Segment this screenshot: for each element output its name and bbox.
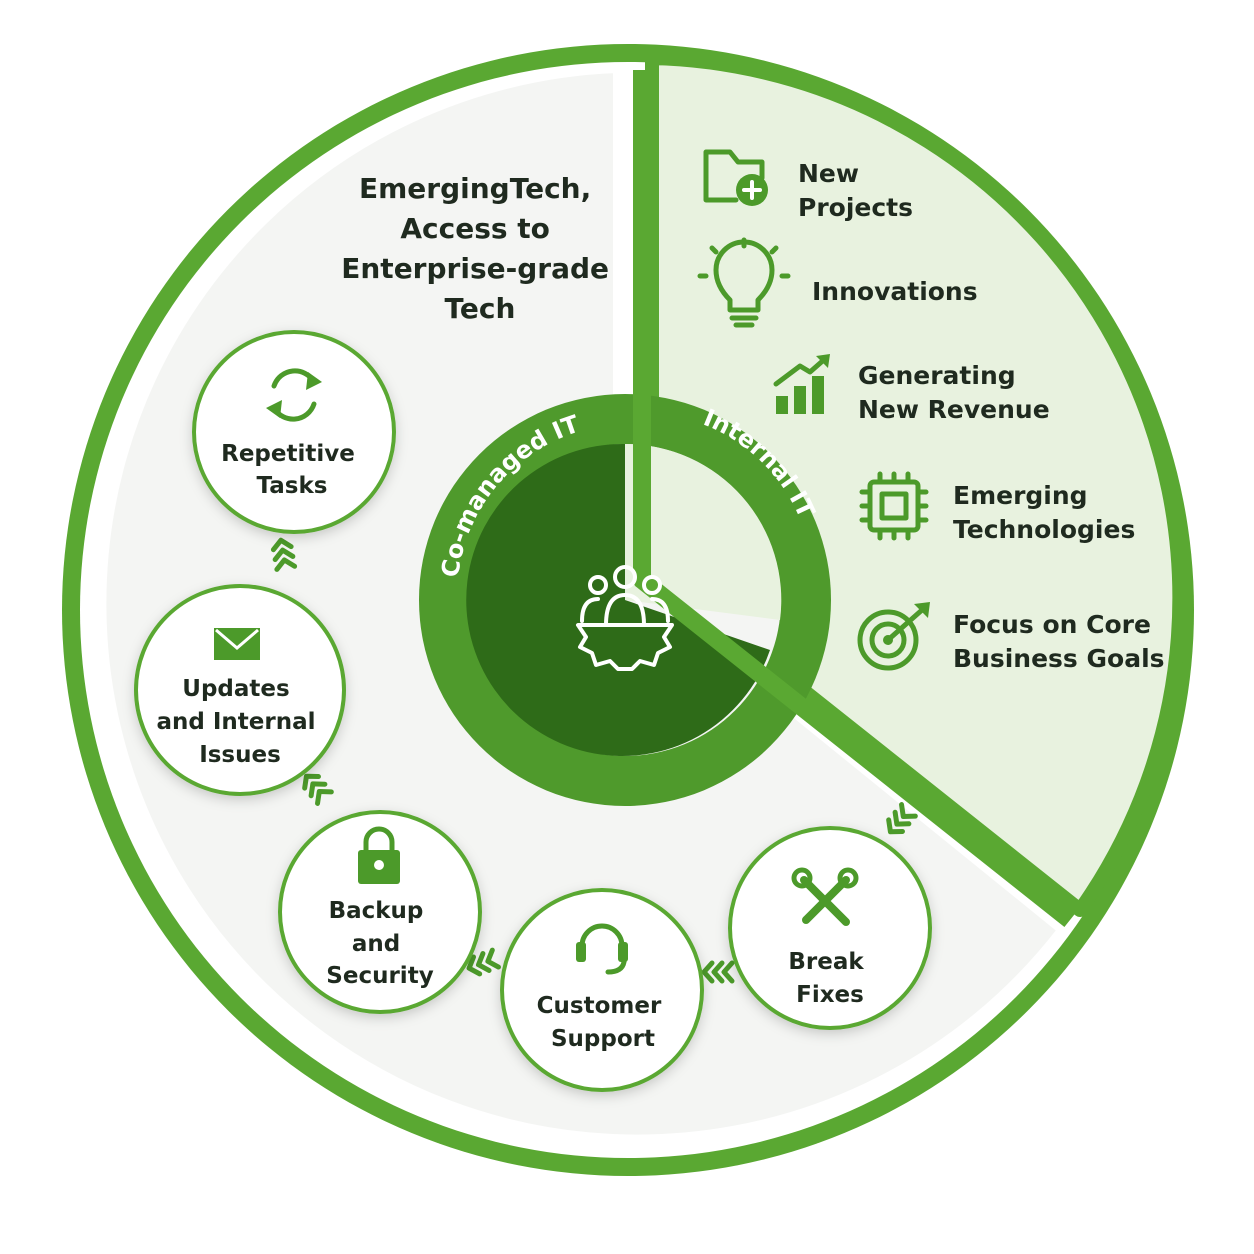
bubble-repetitive-tasks: Repetitive Tasks: [192, 330, 396, 534]
svg-text:Innovations: Innovations: [812, 277, 978, 306]
folder-plus-icon: [703, 149, 768, 206]
bubble-backup-security: Backup and Security: [278, 810, 482, 1014]
lock-icon: [358, 826, 400, 884]
bubble-customer-support: Customer Support: [500, 888, 704, 1092]
right-item-focus-core: Focus on Core Business Goals: [857, 602, 1165, 673]
chevron-up-icon: [302, 773, 334, 806]
svg-text:Focus on Core Business G: Focus on Core Business Goals: [953, 610, 1165, 673]
growth-chart-icon: [773, 354, 830, 414]
svg-text:Backup and Securit: Backup and Security: [326, 898, 433, 989]
svg-text:Generating New Revenue: Generating New Revenue: [858, 361, 1050, 424]
chip-icon: [859, 471, 929, 541]
left-panel-title: EmergingTech, Access to Enterprise-grade…: [341, 172, 619, 325]
right-item-innovations: Innovations: [697, 237, 978, 328]
refresh-icon: [266, 368, 322, 422]
hub-core-dark: [466, 443, 770, 756]
hub-divider: [633, 70, 1076, 928]
chevron-left-icon: [466, 947, 501, 977]
tools-icon: [791, 867, 859, 926]
hub-core: [625, 443, 782, 620]
chevron-up-icon: [270, 537, 298, 572]
svg-text:New Projects: New Projects: [798, 159, 913, 222]
target-icon: [857, 602, 930, 671]
headset-icon: [576, 923, 628, 975]
svg-text:Break Fixes: Break Fixes: [788, 949, 871, 1008]
team-gear-icon: [576, 565, 674, 671]
right-item-generating-revenue: Generating New Revenue: [773, 354, 1050, 424]
envelope-icon: [214, 628, 260, 660]
chevron-connectors: [270, 537, 918, 984]
bubble-updates-internal-issues: Updates and Internal Issues: [134, 584, 346, 796]
svg-text:Emerging Technologies: Emerging Technologies: [953, 481, 1135, 544]
chevron-down-icon: [886, 802, 918, 835]
right-item-emerging-technologies: Emerging Technologies: [859, 471, 1135, 544]
chevron-left-icon: [701, 960, 735, 984]
svg-text:Customer Support: Customer Support: [537, 993, 670, 1052]
bubble-break-fixes: Break Fixes: [728, 826, 932, 1030]
right-item-new-projects: New Projects: [703, 149, 913, 222]
lightbulb-icon: [697, 237, 791, 328]
svg-text:Repetitive Tasks: Repetitive Tasks: [221, 441, 363, 499]
svg-text:Updates and Internal: Updates and Internal Issues: [156, 676, 323, 768]
